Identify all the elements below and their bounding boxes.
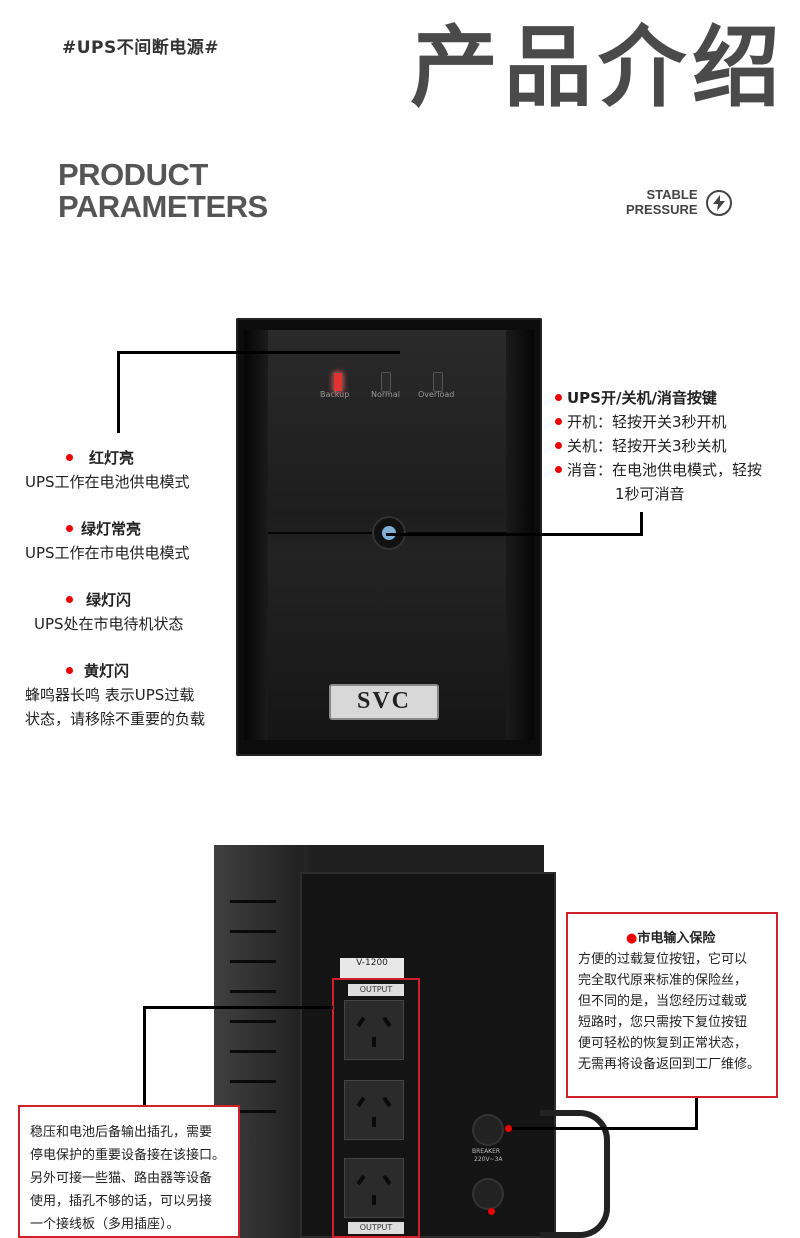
note-dot [555, 466, 562, 473]
note-dot [66, 667, 73, 674]
backup-led [333, 372, 343, 392]
output-line: 另外可接一些猫、路由器等设备 [30, 1171, 213, 1186]
normal-label: Normal [371, 390, 400, 399]
output-tag-top: OUTPUT [348, 984, 404, 996]
ups-side-left [244, 330, 268, 740]
input-line: 便可轻松的恢复到正常状态， [578, 1036, 748, 1051]
bolt-icon [706, 190, 732, 216]
note-dot [66, 596, 73, 603]
vent-slot [230, 1110, 276, 1113]
page-title: 产品介绍 [410, 16, 787, 119]
model-label: V-1200 [340, 958, 404, 980]
normal-led [381, 372, 391, 392]
output-callout-riser [143, 1006, 146, 1106]
red-led-desc: UPS工作在电池供电模式 [25, 473, 190, 491]
input-line: 无需再将设备返回到工厂维修。 [578, 1057, 761, 1072]
mute-note: 消音：在电池供电模式，轻按 [567, 461, 763, 479]
callout-line-vertical [117, 351, 120, 433]
breaker-label: BREAKER [472, 1148, 501, 1155]
green-solid-desc: UPS工作在市电供电模式 [25, 544, 190, 562]
input-line: 完全取代原来标准的保险丝， [578, 973, 748, 988]
output-line: 使用，插孔不够的话，可以另接 [30, 1194, 213, 1209]
input-line: 短路时，您只需按下复位按钮 [578, 1015, 748, 1030]
input-socket [474, 1180, 502, 1208]
note-dot [555, 442, 562, 449]
yellow-blink-title: 黄灯闪 [84, 662, 130, 680]
overload-label: Overload [418, 390, 455, 399]
note-dot [555, 394, 562, 401]
power-cable [540, 1110, 610, 1238]
input-protection-title-text: 市电输入保险 [637, 931, 716, 946]
tag-line-1: STABLE [646, 187, 698, 202]
vent-slot [230, 960, 276, 963]
vent-slot [230, 1050, 276, 1053]
green-blink-desc: UPS处在市电待机状态 [34, 615, 184, 633]
red-led-title: 红灯亮 [89, 449, 135, 467]
hashtag-text: #UPS不间断电源# [62, 38, 219, 58]
backup-label: Backup [320, 390, 350, 399]
mute-note-cont: 1秒可消音 [615, 485, 685, 503]
outlet-socket [344, 1080, 404, 1140]
note-dot [555, 418, 562, 425]
output-line: 稳压和电池后备输出插孔，需要 [30, 1125, 213, 1140]
breaker-rating: 220V~3A [474, 1156, 503, 1163]
yellow-blink-desc-2: 状态，请移除不重要的负载 [25, 710, 206, 728]
input-callout-line [510, 1127, 698, 1130]
brand-name: SVC [356, 688, 411, 714]
button-title: UPS开/关机/消音按键 [567, 389, 717, 407]
yellow-blink-desc-1: 蜂鸣器长鸣 表示UPS过载 [25, 686, 195, 704]
green-blink-title: 绿灯闪 [86, 591, 132, 609]
subtitle-line-2: PARAMETERS [58, 189, 268, 224]
output-highlight-box [332, 978, 420, 1238]
outlet-socket [344, 1158, 404, 1218]
input-protection-title: ●市电输入保险 [626, 931, 716, 946]
input-callout-riser [695, 1096, 698, 1130]
input-line: 但不同的是，当您经历过载或 [578, 994, 748, 1009]
output-line: 停电保护的重要设备接在该接口。 [30, 1148, 226, 1163]
output-line: 一个接线板（多用插座）。 [30, 1217, 180, 1232]
tag-line-2: PRESSURE [626, 202, 698, 217]
button-callout-riser [640, 512, 643, 536]
power-off-note: 关机：轻按开关3秒关机 [567, 437, 727, 455]
brand-plate: SVC [329, 684, 439, 720]
power-on-note: 开机：轻按开关3秒开机 [567, 413, 727, 431]
overload-led [433, 372, 443, 392]
note-dot [66, 525, 73, 532]
breaker-knob [474, 1116, 502, 1144]
ups-rear-panel [300, 872, 556, 1238]
subtitle-line-1: PRODUCT [58, 157, 208, 192]
vent-slot [230, 900, 276, 903]
green-solid-title: 绿灯常亮 [81, 520, 142, 538]
input-line: 方便的过载复位按钮，它可以 [578, 952, 748, 967]
outlet-socket [344, 1000, 404, 1060]
output-tag-bottom: OUTPUT [348, 1222, 404, 1234]
output-note-box: 稳压和电池后备输出插孔，需要 停电保护的重要设备接在该接口。 另外可接一些猫、路… [18, 1105, 240, 1238]
input-dot [488, 1208, 495, 1215]
breaker-dot [505, 1125, 512, 1132]
callout-line-horizontal [117, 351, 400, 354]
button-callout-line [386, 533, 643, 536]
output-callout-line [143, 1006, 333, 1009]
vent-slot [230, 990, 276, 993]
stable-pressure-tag: STABLE PRESSURE [626, 187, 698, 217]
vent-slot [230, 1080, 276, 1083]
vent-slot [230, 930, 276, 933]
ups-front-image: Backup Normal Overload SVC [236, 318, 542, 756]
input-protection-box: ●市电输入保险 方便的过载复位按钮，它可以 完全取代原来标准的保险丝， 但不同的… [566, 912, 778, 1098]
note-dot [66, 454, 73, 461]
vent-slot [230, 1020, 276, 1023]
